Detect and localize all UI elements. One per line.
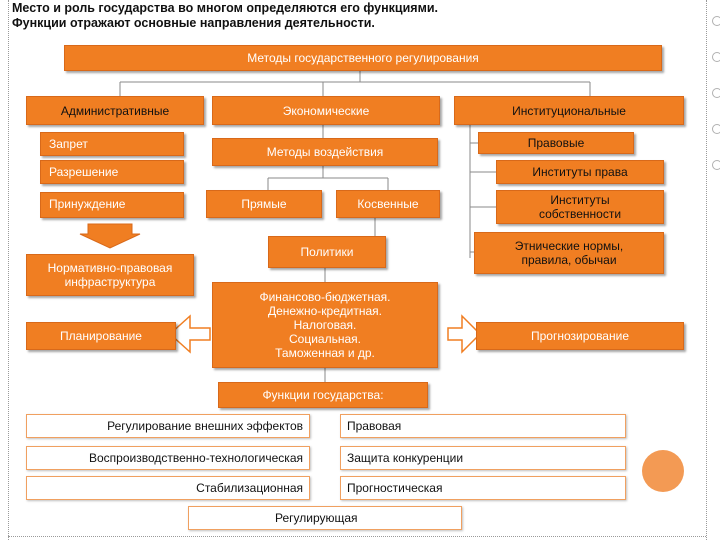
admin-item-label: Разрешение (49, 165, 119, 179)
right-arrow-icon (447, 314, 482, 354)
binder-ring (712, 88, 720, 98)
function-label: Защита конкуренции (347, 451, 464, 465)
binder-ring (712, 16, 720, 26)
function-left-3: Стабилизационная (26, 476, 310, 500)
policy-item: Таможенная и др. (275, 346, 375, 360)
function-label: Правовая (347, 419, 402, 433)
admin-column-header: Административные (26, 96, 204, 125)
functions-title-box: Функции государства: (218, 382, 428, 408)
policy-item: Денежно-кредитная. (268, 304, 382, 318)
binder-ring (712, 124, 720, 134)
binder-ring (712, 52, 720, 62)
inst-item-line: собственности (538, 207, 622, 221)
function-label: Воспроизводственно-технологическая (88, 451, 303, 465)
forecasting-label: Прогнозирование (531, 329, 629, 343)
inst-column-label: Институциональные (512, 103, 626, 118)
planning-box: Планирование (26, 322, 176, 350)
header-line-1: Место и роль государства во многом опред… (12, 1, 439, 15)
decorative-circle (642, 450, 684, 492)
econ-column-label: Экономические (282, 103, 370, 118)
inst-item-text: Этнические нормы, правила, обычаи (515, 239, 624, 267)
normative-line: Нормативно-правовая (47, 261, 173, 275)
policies-label: Политики (300, 245, 354, 259)
function-bottom: Регулирующая (188, 506, 462, 530)
normative-infrastructure-text: Нормативно-правовая инфраструктура (48, 261, 173, 289)
policy-list: Финансово-бюджетная. Денежно-кредитная. … (259, 290, 390, 360)
inst-item-property: Институты собственности (496, 190, 664, 224)
inst-item-line: Институты (550, 193, 610, 207)
down-arrow-icon (79, 223, 141, 249)
admin-item-coercion: Принуждение (40, 192, 184, 218)
function-left-2: Воспроизводственно-технологическая (26, 446, 310, 470)
inst-item-line: правила, обычаи (521, 253, 617, 267)
indirect-methods-label: Косвенные (357, 197, 419, 211)
inst-item-label: Институты права (532, 165, 628, 179)
inst-item-line: Этнические нормы, (514, 239, 624, 253)
slide-frame-right (706, 0, 707, 540)
methods-title-bar: Методы государственного регулирования (64, 45, 662, 71)
inst-column-header: Институциональные (454, 96, 684, 125)
slide-frame-bottom (8, 536, 706, 537)
planning-label: Планирование (60, 329, 142, 343)
influence-methods-label: Методы воздействия (266, 145, 384, 159)
normative-line: инфраструктура (64, 275, 156, 289)
function-right-3: Прогностическая (340, 476, 626, 500)
left-arrow-icon (168, 314, 211, 354)
policy-item: Налоговая. (293, 318, 357, 332)
slide-frame-left (8, 0, 9, 540)
policy-item: Социальная. (289, 332, 361, 346)
methods-title-text: Методы государственного регулирования (247, 51, 479, 65)
inst-item-ethnic-norms: Этнические нормы, правила, обычаи (474, 232, 664, 274)
forecasting-box: Прогнозирование (476, 322, 684, 350)
admin-item-label: Принуждение (49, 197, 126, 211)
function-label: Регулирующая (275, 511, 358, 525)
function-label: Регулирование внешних эффектов (107, 419, 303, 433)
econ-column-header: Экономические (212, 96, 440, 125)
influence-methods-box: Методы воздействия (212, 138, 438, 166)
function-right-2: Защита конкуренции (340, 446, 626, 470)
function-label: Прогностическая (347, 481, 443, 495)
direct-methods-box: Прямые (206, 190, 322, 218)
inst-item-label: Правовые (527, 136, 585, 150)
inst-item-text: Институты собственности (539, 193, 621, 221)
policy-item: Финансово-бюджетная. (259, 290, 391, 304)
admin-column-label: Административные (60, 103, 170, 118)
direct-methods-label: Прямые (241, 197, 287, 211)
admin-item-prohibition: Запрет (40, 132, 184, 156)
inst-item-legal: Правовые (478, 132, 634, 154)
function-label: Стабилизационная (196, 481, 303, 495)
policies-box: Политики (268, 236, 386, 268)
admin-item-permission: Разрешение (40, 160, 184, 184)
normative-infrastructure-box: Нормативно-правовая инфраструктура (26, 254, 194, 296)
indirect-methods-box: Косвенные (336, 190, 440, 218)
header-text: Место и роль государства во многом опред… (12, 1, 612, 31)
header-line-2: Функции отражают основные направления де… (12, 16, 375, 30)
function-right-1: Правовая (340, 414, 626, 438)
function-left-1: Регулирование внешних эффектов (26, 414, 310, 438)
binder-ring (712, 160, 720, 170)
functions-title-label: Функции государства: (262, 388, 384, 402)
policy-list-box: Финансово-бюджетная. Денежно-кредитная. … (212, 282, 438, 368)
inst-item-law-institutions: Институты права (496, 160, 664, 184)
admin-item-label: Запрет (49, 137, 88, 151)
